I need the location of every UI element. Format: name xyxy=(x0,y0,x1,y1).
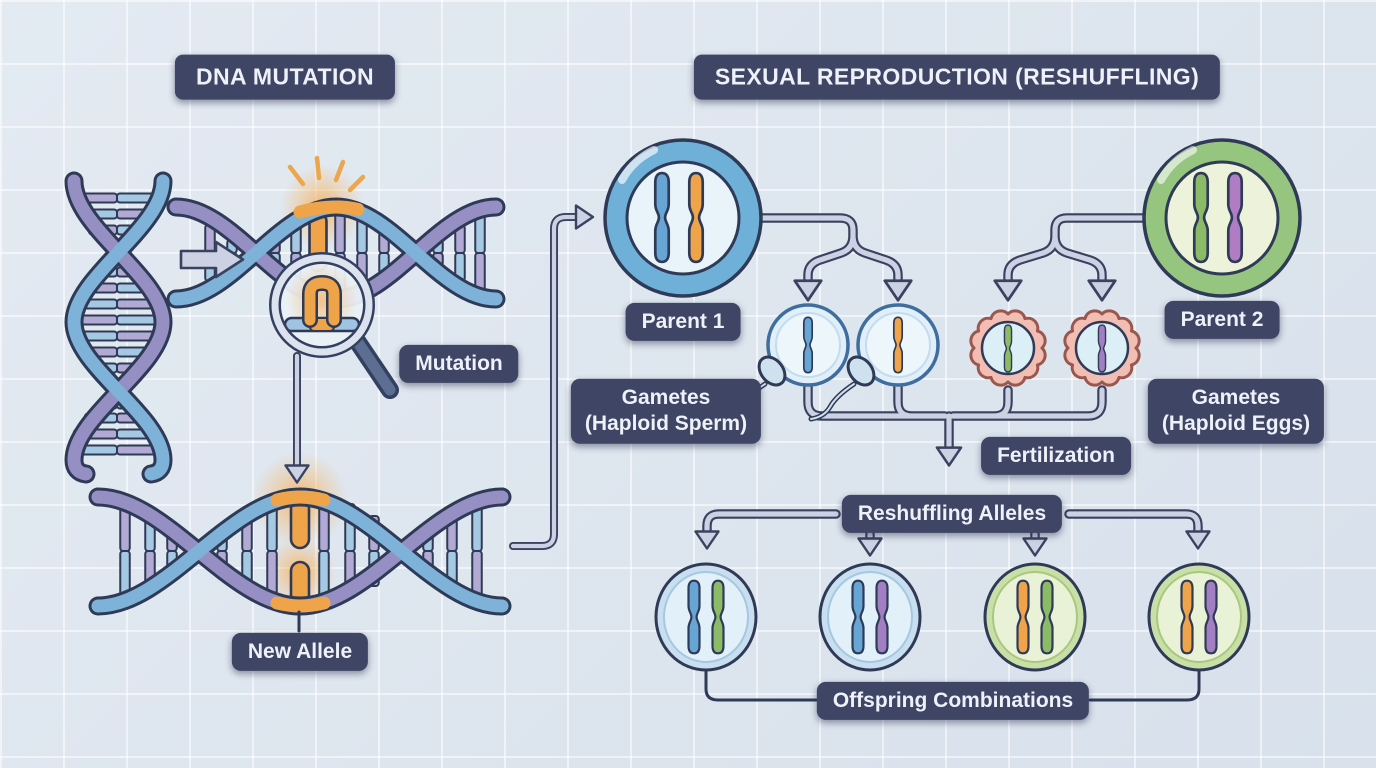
egg-gamete-2 xyxy=(1063,309,1141,387)
flow-connectors xyxy=(179,204,1211,702)
dna-strand-new-allele xyxy=(88,487,512,616)
label-parent2: Parent 2 xyxy=(1164,300,1280,340)
label-gametes-eggs: Gametes (Haploid Eggs) xyxy=(1147,378,1325,444)
section-title-sexual-reproduction: SEXUAL REPRODUCTION (RESHUFFLING) xyxy=(693,54,1221,100)
parent2-cell xyxy=(1142,138,1302,298)
arrow-icon xyxy=(935,446,963,467)
sperm-gamete-2 xyxy=(856,303,940,387)
arrow-icon xyxy=(857,537,883,557)
arrow-icon xyxy=(179,240,245,279)
offspring-cell-3 xyxy=(983,562,1087,672)
arrow-icon xyxy=(1185,530,1211,550)
arrow-icon xyxy=(883,279,913,302)
label-new-allele: New Allele xyxy=(231,632,369,672)
label-gametes-sperm: Gametes (Haploid Sperm) xyxy=(570,378,762,444)
arrow-icon xyxy=(993,279,1023,302)
label-gametes-eggs-line2: (Haploid Eggs) xyxy=(1161,412,1311,435)
sperm-icon xyxy=(808,355,876,422)
mutation-sparkle xyxy=(287,155,366,193)
arrow-icon xyxy=(1022,537,1048,557)
parent1-cell xyxy=(603,138,763,298)
sperm-gamete-1 xyxy=(766,303,850,387)
offspring-cell-1 xyxy=(654,562,758,672)
label-gametes-sperm-line1: Gametes xyxy=(621,385,711,409)
label-mutation: Mutation xyxy=(399,344,519,384)
arrow-icon xyxy=(694,530,720,550)
label-gametes-sperm-line2: (Haploid Sperm) xyxy=(584,412,748,435)
offspring-cell-4 xyxy=(1147,562,1251,672)
dna-helix-icon xyxy=(64,171,173,484)
label-reshuffling-alleles: Reshuffling Alleles xyxy=(841,494,1063,534)
arrow-icon xyxy=(1087,279,1117,302)
egg-gamete-1 xyxy=(969,309,1047,387)
offspring-cell-2 xyxy=(818,562,922,672)
arrow-icon xyxy=(793,279,823,302)
label-offspring-combinations: Offspring Combinations xyxy=(816,681,1090,721)
label-parent1: Parent 1 xyxy=(625,302,741,342)
magnifier-icon xyxy=(269,252,399,399)
offspring-bracket xyxy=(704,669,1201,702)
arrow-icon xyxy=(574,204,595,230)
dna-rung xyxy=(334,211,346,254)
label-gametes-eggs-line1: Gametes xyxy=(1191,385,1281,409)
section-title-dna-mutation: DNA MUTATION xyxy=(174,54,396,100)
label-fertilization: Fertilization xyxy=(981,436,1131,476)
